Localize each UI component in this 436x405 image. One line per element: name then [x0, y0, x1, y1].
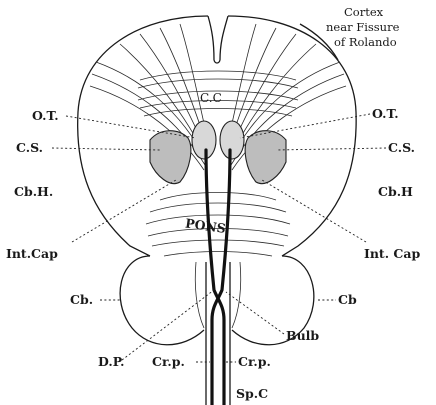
cb-right-label: Cb	[338, 292, 357, 307]
ot-right-label: O.T.	[372, 106, 399, 121]
ot-left-label: O.T.	[32, 108, 59, 123]
cortex-label-line3: of Rolando	[334, 35, 397, 49]
cortex-label-line2: near Fissure	[326, 20, 400, 34]
cerebellum-inner-left	[195, 262, 204, 328]
bulb-label: Bulb	[286, 328, 319, 343]
crp-right-label: Cr.p.	[238, 354, 271, 369]
cerebellum-left	[120, 256, 204, 345]
optic-thalamus-left	[192, 121, 216, 159]
cbh-right-label: Cb.H	[378, 184, 413, 199]
spc-label: Sp.C	[236, 386, 268, 401]
cbh-left-label: Cb.H.	[14, 184, 53, 199]
cerebellum-inner-right	[232, 262, 241, 328]
crp-left-label: Cr.p.	[152, 354, 185, 369]
intcap-right-label: Int. Cap	[364, 246, 420, 261]
cc-label: C.C	[200, 91, 222, 105]
cb-left-label: Cb.	[70, 292, 93, 307]
cortex-label-line1: Cortex	[344, 5, 384, 19]
corpus-striatum-left	[150, 131, 191, 184]
cs-left-label: C.S.	[16, 140, 43, 155]
dp-label: D.P.	[98, 354, 124, 369]
leader-lines	[52, 114, 386, 362]
pyramidal-tract-right	[212, 150, 230, 405]
intcap-left-label: Int.Cap	[6, 246, 58, 261]
cs-right-label: C.S.	[388, 140, 415, 155]
longitudinal-fissure	[208, 16, 228, 63]
optic-thalamus-right	[220, 121, 244, 159]
pons-label: PONS	[184, 215, 226, 236]
pyramidal-tract-left	[206, 150, 224, 405]
spinal-cord-outline	[206, 262, 230, 405]
corpus-striatum-right	[245, 131, 286, 184]
